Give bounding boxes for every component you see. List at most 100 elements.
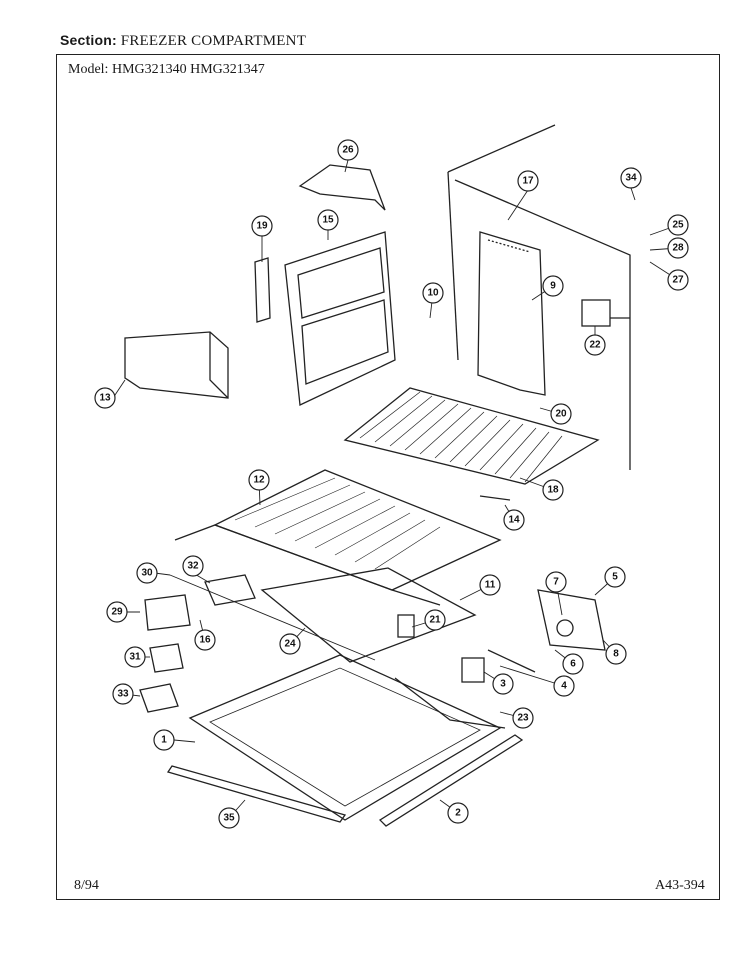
callout-27 xyxy=(667,269,689,291)
cabinet-left-edge xyxy=(447,171,459,361)
callout-label-8: 8 xyxy=(613,649,619,660)
drain-23 xyxy=(394,677,506,729)
callout-20 xyxy=(550,403,572,425)
callout-label-26: 26 xyxy=(342,145,354,156)
callout-21 xyxy=(424,609,446,631)
callout-7 xyxy=(545,571,567,593)
callout-label-2: 2 xyxy=(455,808,461,819)
callout-label-4: 4 xyxy=(561,681,567,692)
callout-8 xyxy=(605,643,627,665)
model-line: Model: HMG321340 HMG321347 xyxy=(68,62,265,78)
callout-2 xyxy=(447,802,469,824)
strip-24 xyxy=(169,574,376,661)
insulation-cover xyxy=(260,567,477,663)
callout-29 xyxy=(106,601,128,623)
panel-13 xyxy=(124,331,229,399)
callout-26 xyxy=(337,139,359,161)
trim-strip-35 xyxy=(166,765,347,823)
callout-6 xyxy=(562,653,584,675)
callout-31 xyxy=(124,646,146,668)
model-label: Model: xyxy=(68,62,109,77)
callout-10 xyxy=(422,282,444,304)
section-value: FREEZER COMPARTMENT xyxy=(120,33,307,49)
callout-label-17: 17 xyxy=(522,176,534,187)
callout-25 xyxy=(667,214,689,236)
floor-edge xyxy=(174,524,441,606)
callout-label-13: 13 xyxy=(99,393,111,404)
callout-label-23: 23 xyxy=(517,713,529,724)
control-box xyxy=(581,299,611,327)
callout-28 xyxy=(667,237,689,259)
section-label: Section: xyxy=(60,32,117,48)
callout-label-7: 7 xyxy=(553,577,559,588)
callout-label-18: 18 xyxy=(547,485,559,496)
callout-13 xyxy=(94,387,116,409)
callout-5 xyxy=(604,566,626,588)
callout-34 xyxy=(620,167,642,189)
cabinet-top-edge xyxy=(447,124,556,173)
evaporator-cover xyxy=(284,231,396,406)
callout-label-33: 33 xyxy=(117,689,129,700)
callout-label-24: 24 xyxy=(284,639,296,650)
bracket-33 xyxy=(139,683,179,713)
section-header: Section: FREEZER COMPARTMENT xyxy=(60,32,306,50)
model-value: HMG321340 HMG321347 xyxy=(111,62,265,77)
callout-17 xyxy=(517,170,539,192)
strip-14 xyxy=(479,495,511,501)
callout-label-30: 30 xyxy=(141,568,153,579)
callout-23 xyxy=(512,707,534,729)
cabinet-right-wall xyxy=(454,179,631,470)
bottom-tray xyxy=(188,654,502,821)
callout-11 xyxy=(479,574,501,596)
callout-label-3: 3 xyxy=(500,679,506,690)
callout-label-31: 31 xyxy=(129,652,141,663)
top-cover xyxy=(298,164,386,211)
callout-14 xyxy=(503,509,525,531)
callout-label-9: 9 xyxy=(550,281,556,292)
callout-label-25: 25 xyxy=(672,220,684,231)
callout-label-19: 19 xyxy=(256,221,268,232)
callout-9 xyxy=(542,275,564,297)
part-29 xyxy=(144,594,191,631)
footer-date: 8/94 xyxy=(74,878,99,893)
callout-label-35: 35 xyxy=(223,813,235,824)
callout-15 xyxy=(317,209,339,231)
part-32 xyxy=(204,574,256,606)
callout-16 xyxy=(194,629,216,651)
callout-18 xyxy=(542,479,564,501)
callout-12 xyxy=(248,469,270,491)
callout-label-32: 32 xyxy=(187,561,199,572)
callout-label-14: 14 xyxy=(508,515,520,526)
callout-33 xyxy=(112,683,134,705)
callout-label-12: 12 xyxy=(253,475,265,486)
footer-code: A43-394 xyxy=(655,878,705,893)
callout-1 xyxy=(153,729,175,751)
part-21 xyxy=(397,614,415,638)
callout-label-16: 16 xyxy=(199,635,211,646)
callout-label-5: 5 xyxy=(612,572,618,583)
switch-3 xyxy=(461,657,485,683)
callout-label-21: 21 xyxy=(429,615,441,626)
callout-22 xyxy=(584,334,606,356)
callout-32 xyxy=(182,555,204,577)
callout-label-22: 22 xyxy=(589,340,601,351)
callout-label-6: 6 xyxy=(570,659,576,670)
callout-30 xyxy=(136,562,158,584)
callout-4 xyxy=(553,675,575,697)
fan-bracket xyxy=(537,589,606,651)
callout-35 xyxy=(218,807,240,829)
callout-24 xyxy=(279,633,301,655)
callout-label-15: 15 xyxy=(322,215,334,226)
fan-shaft xyxy=(487,649,536,673)
callout-label-28: 28 xyxy=(672,243,684,254)
diagram-frame xyxy=(56,54,720,900)
callout-label-29: 29 xyxy=(111,607,123,618)
callout-label-20: 20 xyxy=(555,409,567,420)
fan-motor xyxy=(556,619,574,637)
trim-strip-2 xyxy=(378,734,524,827)
callout-label-11: 11 xyxy=(485,580,496,591)
callout-label-34: 34 xyxy=(625,173,637,184)
grille-31 xyxy=(149,643,184,673)
air-duct xyxy=(477,231,546,396)
